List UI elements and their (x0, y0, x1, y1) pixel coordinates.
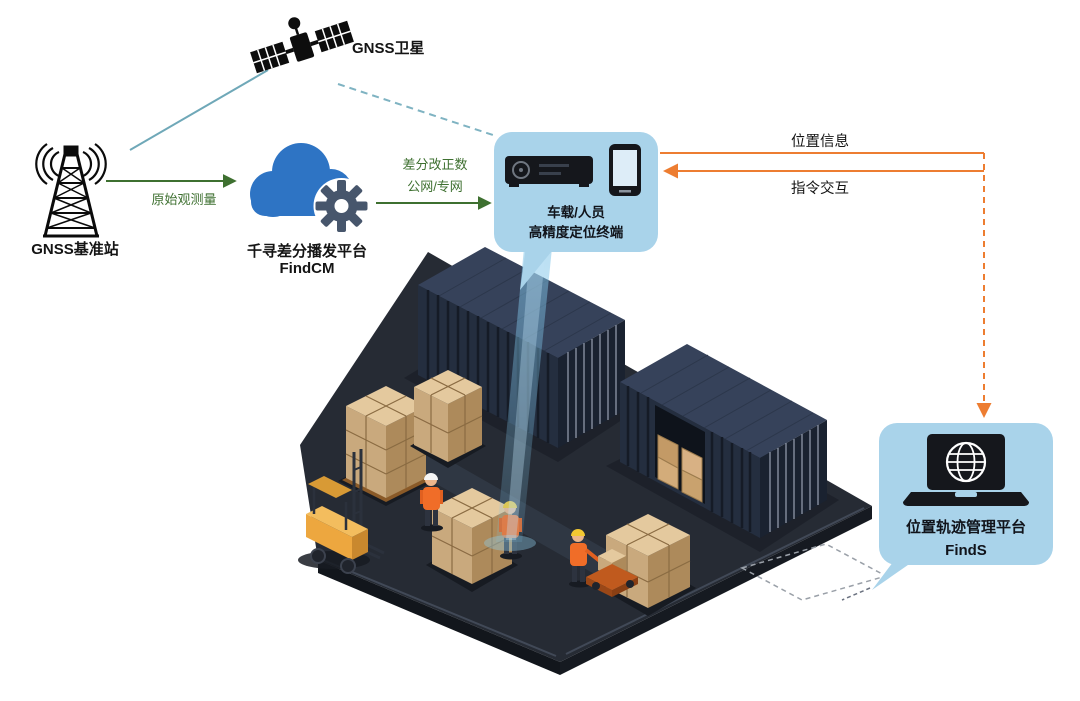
finds-label-line2: FindS (945, 541, 987, 559)
satellite-links (129, 69, 497, 151)
laptop-globe-icon (903, 434, 1029, 506)
position-info-label: 位置信息 (791, 134, 849, 150)
command-interaction-label: 指令交互 (791, 181, 849, 197)
gear-icon (315, 180, 368, 232)
pallet-jack (586, 549, 638, 597)
correction-data-label: 差分改正数 (402, 157, 468, 172)
worker-1 (420, 473, 443, 532)
vehicle-terminal-icon (505, 156, 593, 187)
base-station-label: GNSS基准站 (31, 241, 119, 258)
satellite-label: GNSS卫星 (352, 40, 425, 57)
orange-flow-arrows (660, 152, 992, 418)
smartphone-icon (609, 144, 641, 196)
green-flow-arrows (106, 174, 492, 210)
base-station-tower-icon (25, 138, 125, 240)
shipping-container-2 (606, 344, 839, 552)
box-stack-2 (410, 370, 486, 468)
box-stack-1 (338, 386, 434, 506)
positioning-beam (484, 248, 552, 551)
cloud-icon (233, 130, 378, 238)
forklift (298, 449, 385, 574)
terminal-device-icons (505, 144, 641, 196)
network-label: 公网/专网 (407, 179, 463, 194)
terminal-panel-tail (520, 246, 556, 290)
gnss-satellite-icon (245, 2, 360, 92)
worker-3 (569, 529, 603, 588)
terminal-panel: 车载/人员 高精度定位终端 (494, 132, 658, 252)
cloud-product-label: FindCM (279, 260, 335, 277)
cloud-platform-label: 千寻差分播发平台 (246, 243, 367, 260)
terminal-label-line2: 高精度定位终端 (528, 224, 624, 240)
raw-observation-label: 原始观测量 (151, 192, 217, 207)
warehouse-scene (298, 247, 888, 675)
finds-label-line1: 位置轨迹管理平台 (905, 519, 1026, 536)
finds-panel-tail (872, 558, 918, 590)
terminal-label-line1: 车载/人员 (547, 205, 605, 220)
finds-panel: 位置轨迹管理平台 FindS (879, 423, 1053, 565)
box-stack-3 (426, 488, 518, 592)
